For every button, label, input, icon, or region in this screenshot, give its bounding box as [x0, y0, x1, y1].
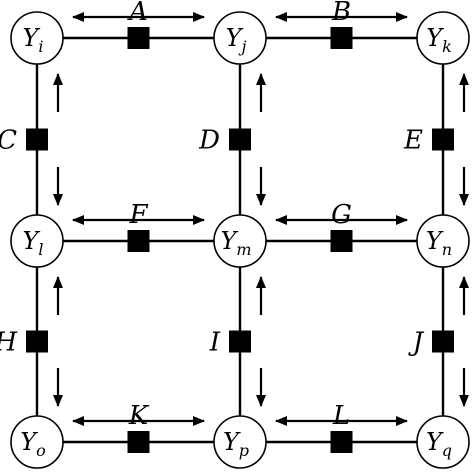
factor-node-H: [26, 330, 48, 353]
variable-node-n: [416, 214, 470, 268]
variable-label-k: Yk: [426, 24, 452, 56]
factors-layer: A B C D E F G H I J K L: [0, 0, 454, 453]
variable-node-p: [213, 415, 267, 469]
factor-label-J: J: [408, 328, 425, 358]
factor-label-L: L: [332, 401, 350, 431]
variable-label-j: Yj: [226, 24, 247, 56]
factor-node-F: [127, 230, 150, 252]
variable-label-base: Y: [226, 24, 244, 52]
variable-label-subscript: l: [38, 240, 43, 259]
variable-label-subscript: n: [442, 240, 452, 259]
variable-label-subscript: q: [442, 441, 452, 460]
variable-label-m: Ym: [220, 227, 251, 259]
factor-node-G: [330, 230, 353, 252]
variable-label-subscript: p: [239, 441, 249, 460]
factor-node-C: [26, 128, 48, 151]
variable-node-m: [213, 214, 267, 268]
variable-label-base: Y: [426, 24, 444, 52]
variable-label-subscript: m: [236, 240, 251, 259]
variable-label-n: Yn: [426, 227, 452, 259]
variable-label-p: Yp: [223, 428, 249, 460]
factor-label-H: H: [0, 328, 18, 358]
variable-label-base: Y: [223, 428, 241, 456]
variable-label-o: Yo: [20, 428, 45, 460]
variable-node-i: [10, 11, 64, 65]
variable-node-q: [416, 415, 470, 469]
variable-label-subscript: i: [38, 37, 43, 56]
factor-node-A: [127, 27, 150, 49]
factor-node-K: [127, 431, 150, 453]
variable-label-base: Y: [426, 227, 444, 255]
factor-label-I: I: [209, 328, 221, 358]
variable-label-base: Y: [426, 428, 444, 456]
factor-label-D: D: [198, 126, 220, 156]
variable-label-subscript: j: [238, 37, 246, 56]
variable-label-subscript: k: [442, 37, 452, 56]
variable-node-o: [10, 415, 64, 469]
factor-label-F: F: [128, 200, 148, 230]
factor-node-B: [330, 27, 353, 49]
variable-label-base: Y: [20, 428, 38, 456]
variable-label-base: Y: [23, 227, 41, 255]
variable-label-q: Yq: [426, 428, 452, 460]
factor-node-I: [229, 330, 251, 353]
factor-node-L: [330, 431, 353, 453]
factor-node-E: [432, 128, 454, 151]
factor-label-B: B: [331, 0, 351, 27]
variable-node-k: [416, 11, 470, 65]
factor-node-D: [229, 128, 251, 151]
variable-node-j: [213, 11, 267, 65]
factor-label-A: A: [127, 0, 148, 27]
variable-label-subscript: o: [36, 441, 46, 460]
factor-label-K: K: [128, 401, 150, 431]
variable-label-l: Yl: [23, 227, 44, 259]
variable-label-i: Yi: [23, 24, 44, 56]
arrows-layer: [53, 12, 469, 426]
factor-label-C: C: [0, 126, 17, 156]
factor-label-E: E: [403, 126, 423, 156]
factor-label-G: G: [331, 200, 352, 230]
variable-label-base: Y: [220, 227, 238, 255]
variable-label-base: Y: [23, 24, 41, 52]
factor-node-J: [432, 330, 454, 353]
variable-node-l: [10, 214, 64, 268]
